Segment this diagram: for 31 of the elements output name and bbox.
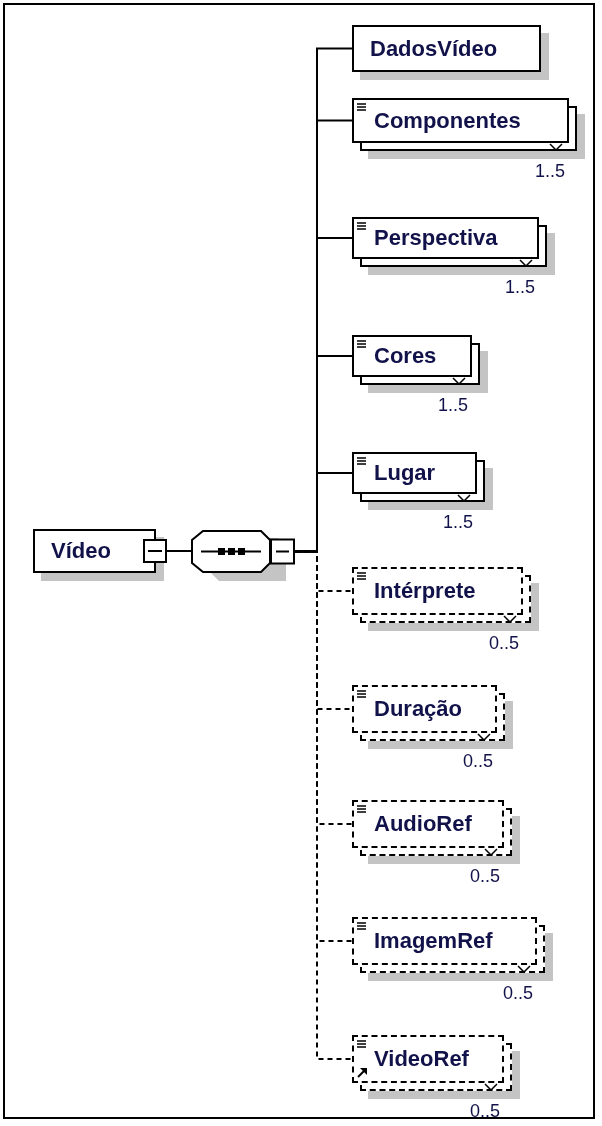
child-element-box (352, 1035, 520, 1099)
element-name: VideoRef (374, 1046, 469, 1072)
child-element-box (352, 217, 555, 275)
cardinality-label: 0..5 (469, 866, 500, 887)
child-element-box (352, 335, 488, 393)
element-name: Lugar (374, 460, 436, 486)
cardinality-label: 1..5 (442, 512, 473, 533)
element-name: AudioRef (374, 811, 472, 837)
element-name: ImagemRef (374, 928, 493, 954)
element-name: Vídeo (51, 538, 111, 564)
child-element-box (352, 685, 513, 749)
cardinality-label: 1..5 (504, 277, 535, 298)
child-element-box (352, 98, 585, 159)
child-element-box (352, 800, 520, 864)
cardinality-label: 1..5 (437, 395, 468, 416)
cardinality-label: 0..5 (469, 1101, 500, 1122)
connector-line (166, 550, 192, 552)
element-name: DadosVídeo (370, 35, 498, 62)
child-element-box (352, 917, 553, 981)
element-name: Perspectiva (374, 225, 498, 251)
child-element-box (352, 567, 539, 631)
cardinality-label: 0..5 (462, 751, 493, 772)
cardinality-label: 0..5 (502, 983, 533, 1004)
element-name: Componentes (374, 107, 521, 134)
child-element-box (352, 25, 549, 80)
element-name: Intérprete (374, 578, 476, 604)
element-name: Cores (374, 343, 437, 369)
cardinality-label: 0..5 (488, 633, 519, 654)
cardinality-label: 1..5 (534, 161, 565, 182)
child-element-box (352, 452, 493, 510)
element-name: Duração (374, 696, 463, 722)
